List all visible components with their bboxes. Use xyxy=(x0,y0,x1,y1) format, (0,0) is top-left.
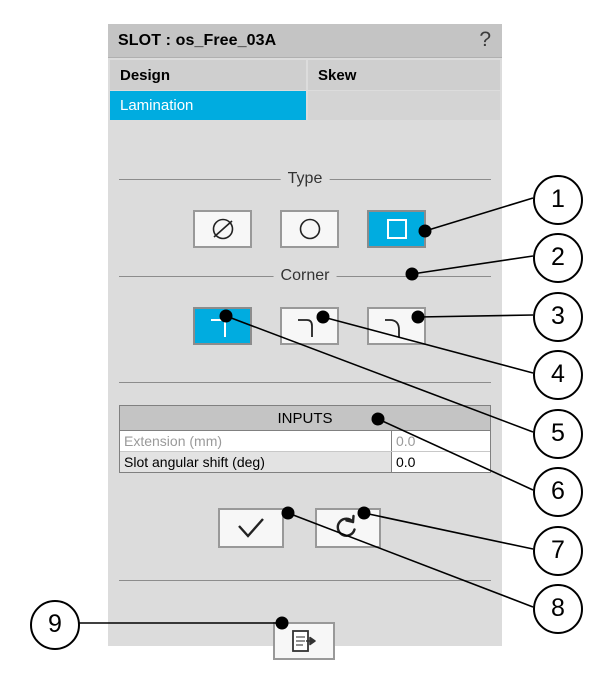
corner-option-sharp[interactable] xyxy=(193,307,252,345)
type-option-diameter[interactable] xyxy=(193,210,252,248)
square-icon xyxy=(386,219,407,239)
corner-group-label: Corner xyxy=(273,267,337,285)
type-option-circle[interactable] xyxy=(280,210,339,248)
subtab-filler xyxy=(308,91,500,120)
diameter-slashed-circle-icon xyxy=(212,218,233,240)
callout-3: 3 xyxy=(533,292,583,342)
inputs-table-header: INPUTS xyxy=(120,406,490,431)
table-row[interactable]: Extension (mm) 0.0 xyxy=(120,431,490,452)
bottom-separator xyxy=(119,580,491,581)
checkmark-icon xyxy=(238,518,264,538)
tab-skew[interactable]: Skew xyxy=(308,60,500,90)
input-label-slot-angular-shift: Slot angular shift (deg) xyxy=(120,452,392,472)
callout-5: 5 xyxy=(533,409,583,459)
corner-option-rounded-large[interactable] xyxy=(367,307,426,345)
callout-2: 2 xyxy=(533,233,583,283)
type-option-square[interactable] xyxy=(367,210,426,248)
table-row[interactable]: Slot angular shift (deg) 0.0 xyxy=(120,452,490,472)
document-export-icon xyxy=(292,630,316,652)
callout-7: 7 xyxy=(533,526,583,576)
callout-9: 9 xyxy=(30,600,80,650)
callout-1: 1 xyxy=(533,175,583,225)
tab-skew-label: Skew xyxy=(318,66,357,84)
page-title: SLOT : os_Free_03A xyxy=(118,31,277,49)
circle-icon xyxy=(299,218,320,240)
type-group-label: Type xyxy=(280,170,330,188)
subtab-lamination-label: Lamination xyxy=(120,97,194,114)
callout-4: 4 xyxy=(533,350,583,400)
reset-button[interactable] xyxy=(315,508,381,548)
titlebar: SLOT : os_Free_03A ? xyxy=(108,24,502,58)
subtab-bar: Lamination xyxy=(108,90,502,120)
input-value-slot-angular-shift[interactable]: 0.0 xyxy=(392,452,490,472)
tab-design[interactable]: Design xyxy=(110,60,306,90)
subtab-lamination[interactable]: Lamination xyxy=(110,91,306,120)
sharp-corner-icon xyxy=(210,319,226,337)
rounded-corner-small-icon xyxy=(297,319,313,337)
tab-design-label: Design xyxy=(120,66,171,84)
input-label-extension: Extension (mm) xyxy=(120,431,392,451)
rounded-corner-large-icon xyxy=(384,319,400,337)
callout-8: 8 xyxy=(533,584,583,634)
help-icon[interactable]: ? xyxy=(479,28,491,51)
validate-button[interactable] xyxy=(218,508,284,548)
export-button[interactable] xyxy=(273,622,335,660)
inputs-table: INPUTS Extension (mm) 0.0 Slot angular s… xyxy=(119,405,491,473)
tab-bar: Design Skew xyxy=(108,58,502,90)
circular-arrow-icon xyxy=(336,514,356,537)
corner-option-rounded-small[interactable] xyxy=(280,307,339,345)
inputs-separator xyxy=(119,382,491,383)
slot-dialog-panel: SLOT : os_Free_03A ? Design Skew Laminat… xyxy=(108,24,502,660)
callout-6: 6 xyxy=(533,467,583,517)
input-value-extension[interactable]: 0.0 xyxy=(396,433,416,449)
